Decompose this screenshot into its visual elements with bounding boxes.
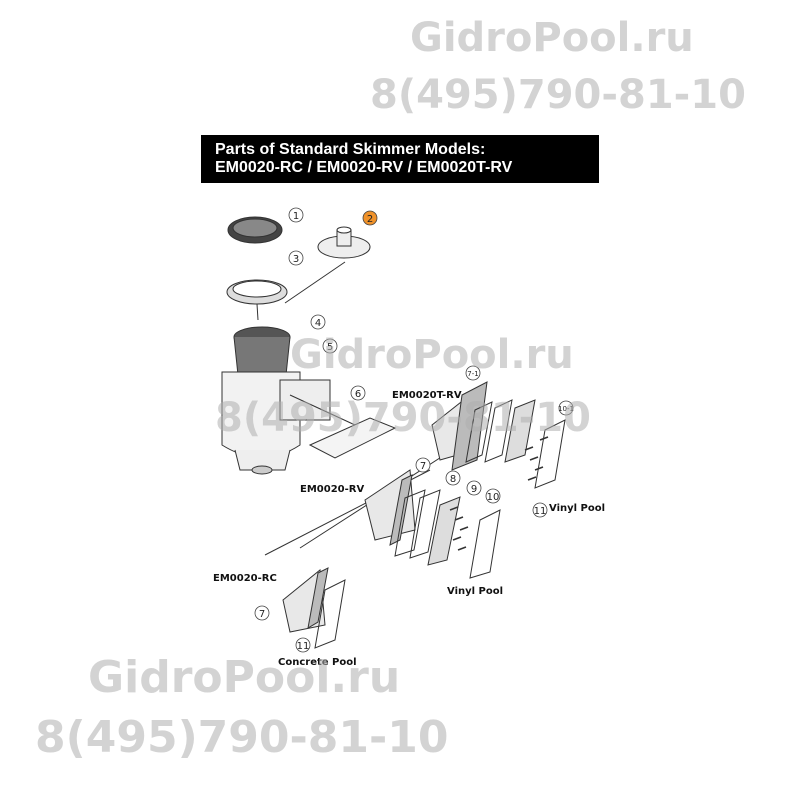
screws xyxy=(449,436,549,551)
watermark-site-mid: GidroPool.ru xyxy=(290,332,574,378)
callout-7-1: 7-1 xyxy=(467,370,478,378)
part-lid xyxy=(227,216,283,244)
callout-7-rc: 7 xyxy=(259,609,265,620)
part-6 xyxy=(308,417,397,459)
callout-10-1: 10-1 xyxy=(558,405,574,413)
part-ring xyxy=(226,279,288,305)
callout-6: 6 xyxy=(355,389,361,400)
callout-8: 8 xyxy=(450,474,456,485)
callout-1: 1 xyxy=(293,211,299,222)
watermark-site-bottom: GidroPool.ru xyxy=(88,652,401,703)
label-em0020-rc: EM0020-RC xyxy=(213,573,277,584)
callout-9: 9 xyxy=(471,484,477,495)
callout-4: 4 xyxy=(315,318,321,329)
watermark-phone-mid: 8(495)790-81-10 xyxy=(215,395,591,441)
label-vinyl-pool-lower: Vinyl Pool xyxy=(447,586,503,597)
watermark-site-top: GidroPool.ru xyxy=(410,15,694,61)
callout-7: 7 xyxy=(420,461,426,472)
callout-3: 3 xyxy=(293,254,299,265)
label-em0020-rv: EM0020-RV xyxy=(300,484,364,495)
callout-10: 10 xyxy=(487,492,500,503)
title-line-1: Parts of Standard Skimmer Models: xyxy=(215,141,486,158)
callout-11-upper: 11 xyxy=(534,506,547,517)
label-em0020t-rv: EM0020T-RV xyxy=(392,390,462,401)
watermark-phone-top: 8(495)790-81-10 xyxy=(370,72,746,118)
callout-11-rc: 11 xyxy=(297,641,310,652)
part-skimmer-body xyxy=(221,326,331,475)
watermark-phone-bottom: 8(495)790-81-10 xyxy=(35,712,449,763)
label-concrete-pool: Concrete Pool xyxy=(278,657,357,668)
title-line-2: EM0020-RC / EM0020-RV / EM0020T-RV xyxy=(215,159,513,176)
callout-5: 5 xyxy=(327,342,333,353)
callout-2: 2 xyxy=(367,214,373,225)
label-vinyl-pool-upper: Vinyl Pool xyxy=(549,503,605,514)
part-2 xyxy=(317,226,371,259)
diagram-title: Parts of Standard Skimmer Models: EM0020… xyxy=(201,135,599,183)
